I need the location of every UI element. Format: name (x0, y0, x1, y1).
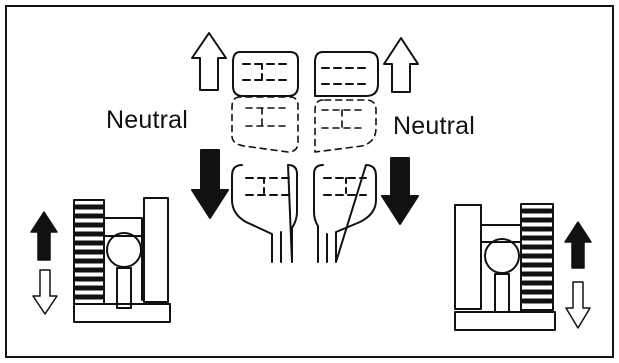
left-ratchet-mechanism (73, 197, 171, 323)
left-mechanism-down-arrow-icon (32, 269, 58, 315)
right-ratchet-mechanism (454, 203, 556, 331)
right-lever-up-position (314, 51, 379, 97)
left-lever-down-position (231, 164, 298, 263)
left-lever-neutral-position (231, 96, 299, 153)
neutral-label-left: Neutral (106, 106, 188, 134)
left-up-arrow-icon (191, 32, 227, 91)
right-mechanism-up-arrow-icon (564, 221, 592, 269)
diagram-frame (5, 5, 614, 358)
left-mechanism-up-arrow-icon (30, 211, 58, 261)
right-lever-neutral-position (314, 99, 377, 153)
right-down-arrow-icon (381, 157, 419, 225)
right-up-arrow-icon (383, 37, 419, 93)
right-mechanism-down-arrow-icon (565, 281, 591, 329)
neutral-label-right: Neutral (393, 112, 475, 140)
right-lever-down-position (313, 164, 377, 263)
left-down-arrow-icon (191, 149, 229, 219)
left-lever-up-position (232, 51, 299, 97)
